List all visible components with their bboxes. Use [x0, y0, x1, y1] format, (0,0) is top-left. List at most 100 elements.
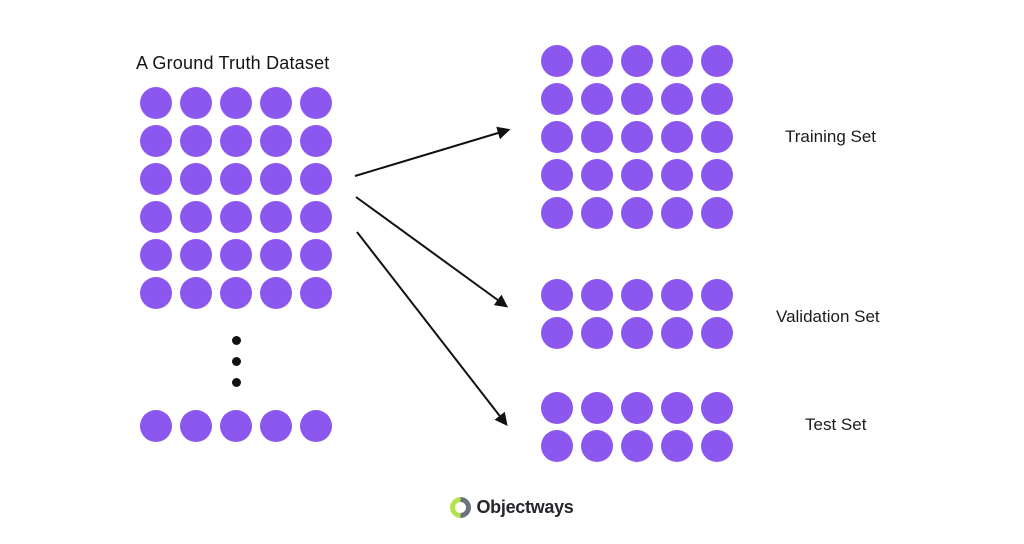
data-point-dot: [581, 197, 613, 229]
data-point-dot: [140, 201, 172, 233]
data-point-dot: [220, 277, 252, 309]
data-point-dot: [180, 125, 212, 157]
arrow-to-validation-set: [355, 196, 509, 308]
data-point-dot: [232, 357, 241, 366]
data-point-dot: [621, 197, 653, 229]
data-point-dot: [140, 239, 172, 271]
data-point-dot: [621, 392, 653, 424]
data-point-dot: [541, 197, 573, 229]
data-point-dot: [220, 239, 252, 271]
data-point-dot: [701, 392, 733, 424]
data-point-dot: [701, 159, 733, 191]
data-point-dot: [140, 125, 172, 157]
data-point-dot: [300, 201, 332, 233]
data-point-dot: [220, 163, 252, 195]
ground-truth-dataset-title: A Ground Truth Dataset: [136, 53, 330, 73]
data-point-dot: [180, 87, 212, 119]
data-point-dot: [621, 159, 653, 191]
data-point-dot: [701, 430, 733, 462]
data-point-dot: [140, 87, 172, 119]
data-point-dot: [701, 83, 733, 115]
data-point-dot: [621, 121, 653, 153]
data-point-dot: [661, 45, 693, 77]
data-point-dot: [180, 201, 212, 233]
vertical-ellipsis-dots: [232, 336, 241, 387]
data-point-dot: [220, 410, 252, 442]
data-point-dot: [180, 239, 212, 271]
objectways-ring-icon: [450, 496, 472, 518]
data-point-dot: [180, 410, 212, 442]
data-point-dot: [140, 277, 172, 309]
data-point-dot: [260, 410, 292, 442]
test-set-grid: [541, 392, 733, 462]
data-point-dot: [260, 239, 292, 271]
data-point-dot: [541, 317, 573, 349]
data-point-dot: [661, 121, 693, 153]
training-set-grid: [541, 45, 733, 229]
data-point-dot: [661, 279, 693, 311]
data-point-dot: [581, 430, 613, 462]
data-point-dot: [581, 317, 613, 349]
data-point-dot: [140, 163, 172, 195]
data-point-dot: [621, 45, 653, 77]
ring-hole: [455, 501, 467, 513]
data-point-dot: [661, 430, 693, 462]
data-point-dot: [581, 279, 613, 311]
data-point-dot: [661, 83, 693, 115]
training-set-label: Training Set: [785, 127, 877, 146]
objectways-logo: Objectways: [0, 494, 1024, 520]
data-point-dot: [541, 121, 573, 153]
data-point-dot: [541, 392, 573, 424]
data-point-dot: [220, 201, 252, 233]
data-point-dot: [180, 277, 212, 309]
data-point-dot: [581, 83, 613, 115]
data-point-dot: [581, 159, 613, 191]
data-point-dot: [541, 45, 573, 77]
data-point-dot: [621, 317, 653, 349]
data-point-dot: [661, 159, 693, 191]
data-point-dot: [180, 163, 212, 195]
data-point-dot: [300, 125, 332, 157]
data-point-dot: [701, 45, 733, 77]
data-point-dot: [140, 410, 172, 442]
data-point-dot: [300, 277, 332, 309]
data-point-dot: [701, 279, 733, 311]
data-point-dot: [232, 378, 241, 387]
data-point-dot: [661, 317, 693, 349]
data-point-dot: [300, 239, 332, 271]
test-set-label: Test Set: [805, 415, 867, 434]
data-point-dot: [541, 159, 573, 191]
data-point-dot: [232, 336, 241, 345]
data-point-dot: [220, 87, 252, 119]
data-point-dot: [260, 87, 292, 119]
data-point-dot: [260, 277, 292, 309]
validation-set-label: Validation Set: [776, 307, 880, 326]
data-point-dot: [621, 430, 653, 462]
data-point-dot: [661, 392, 693, 424]
data-point-dot: [541, 430, 573, 462]
data-point-dot: [581, 121, 613, 153]
data-point-dot: [701, 121, 733, 153]
data-point-dot: [581, 392, 613, 424]
data-point-dot: [701, 197, 733, 229]
data-point-dot: [701, 317, 733, 349]
validation-set-grid: [541, 279, 733, 349]
data-point-dot: [541, 279, 573, 311]
data-point-dot: [260, 201, 292, 233]
objectways-brand-text: Objectways: [476, 496, 574, 517]
data-point-dot: [621, 83, 653, 115]
data-point-dot: [260, 163, 292, 195]
arrow-to-training-set: [354, 126, 511, 177]
ground-truth-dataset-last-row: [140, 410, 332, 442]
data-point-dot: [661, 197, 693, 229]
data-point-dot: [300, 163, 332, 195]
arrow-to-test-set: [356, 231, 508, 427]
data-point-dot: [260, 125, 292, 157]
data-point-dot: [300, 410, 332, 442]
data-point-dot: [581, 45, 613, 77]
ground-truth-dataset-grid: [140, 87, 332, 309]
data-point-dot: [621, 279, 653, 311]
data-point-dot: [220, 125, 252, 157]
data-point-dot: [541, 83, 573, 115]
